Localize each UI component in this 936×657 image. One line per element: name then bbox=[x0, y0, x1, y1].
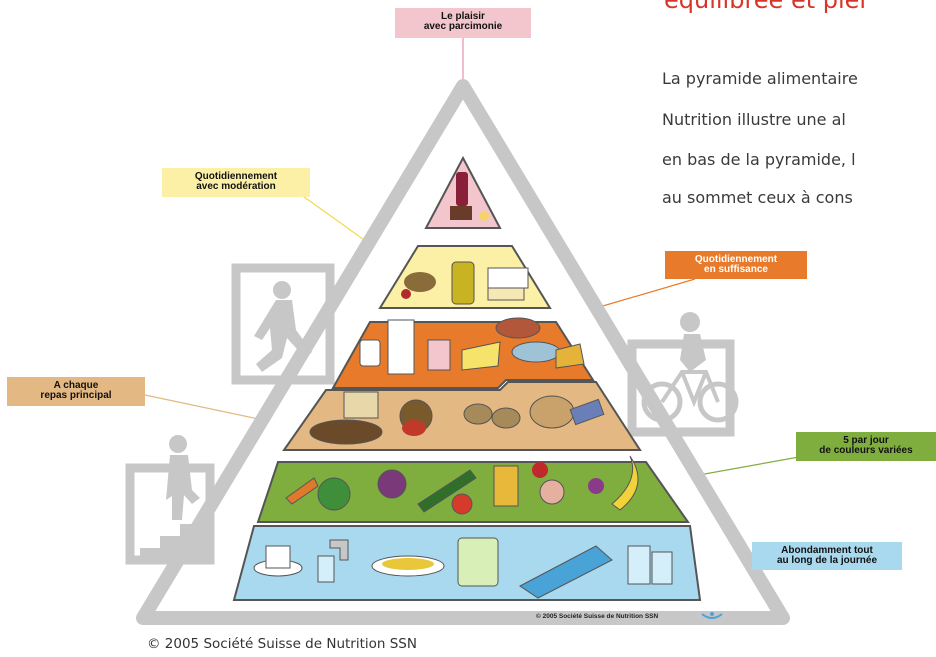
label-couleurs-line1: 5 par jour bbox=[843, 435, 889, 446]
label-bg-journee bbox=[752, 542, 902, 570]
pyramid-copyright: © 2005 Société Suisse de Nutrition SSN bbox=[536, 613, 659, 620]
image-caption: © 2005 Société Suisse de Nutrition SSN bbox=[147, 636, 417, 652]
label-moderation: Quotidiennement avec modération bbox=[162, 168, 310, 197]
paragraph-line: en bas de la pyramide, l bbox=[662, 150, 856, 169]
label-bg-moderation bbox=[162, 168, 310, 197]
label-bg-plaisir bbox=[395, 8, 531, 38]
label-suffisance-line1: Quotidiennement bbox=[694, 254, 778, 265]
label-couleurs-line2: de couleurs variées bbox=[819, 445, 913, 456]
paragraph-line: La pyramide alimentaire bbox=[662, 69, 858, 88]
label-plaisir: Le plaisir avec parcimonie bbox=[395, 8, 531, 38]
label-plaisir-line2: avec parcimonie bbox=[423, 21, 503, 32]
label-journee-line1: Abondamment tout bbox=[781, 545, 873, 556]
label-principal-line1: A chaque bbox=[53, 380, 99, 391]
running-woman-icon bbox=[254, 281, 312, 372]
tier-couleurs bbox=[256, 461, 690, 523]
label-principal-line2: repas principal bbox=[40, 390, 112, 401]
activity-frame-left-upper bbox=[231, 263, 335, 385]
ssn-logo-icon bbox=[701, 612, 723, 619]
stairs-climber-icon bbox=[140, 435, 212, 558]
label-moderation-line2: avec modération bbox=[196, 181, 276, 192]
label-couleurs: 5 par jour de couleurs variées bbox=[796, 432, 936, 461]
cyclist-icon bbox=[641, 312, 739, 423]
label-journee-line2: au long de la journée bbox=[776, 555, 877, 566]
paragraph-line: Nutrition illustre une al bbox=[662, 110, 846, 129]
label-bg-suffisance bbox=[665, 251, 807, 279]
label-suffisance: Quotidiennement en suffisance bbox=[665, 251, 807, 279]
section-heading: équilibrée et plei bbox=[664, 0, 867, 14]
label-journee: Abondamment tout au long de la journée bbox=[752, 542, 902, 570]
label-repas-principal: A chaque repas principal bbox=[7, 377, 145, 406]
food-illustrations bbox=[253, 172, 673, 599]
paragraph-line: au sommet ceux à cons bbox=[662, 188, 853, 207]
label-moderation-line1: Quotidiennement bbox=[194, 171, 278, 182]
label-plaisir-line1: Le plaisir bbox=[441, 11, 485, 22]
label-bg-couleurs bbox=[796, 432, 936, 461]
label-bg-principal bbox=[7, 377, 145, 406]
label-suffisance-line2: en suffisance bbox=[704, 264, 768, 275]
